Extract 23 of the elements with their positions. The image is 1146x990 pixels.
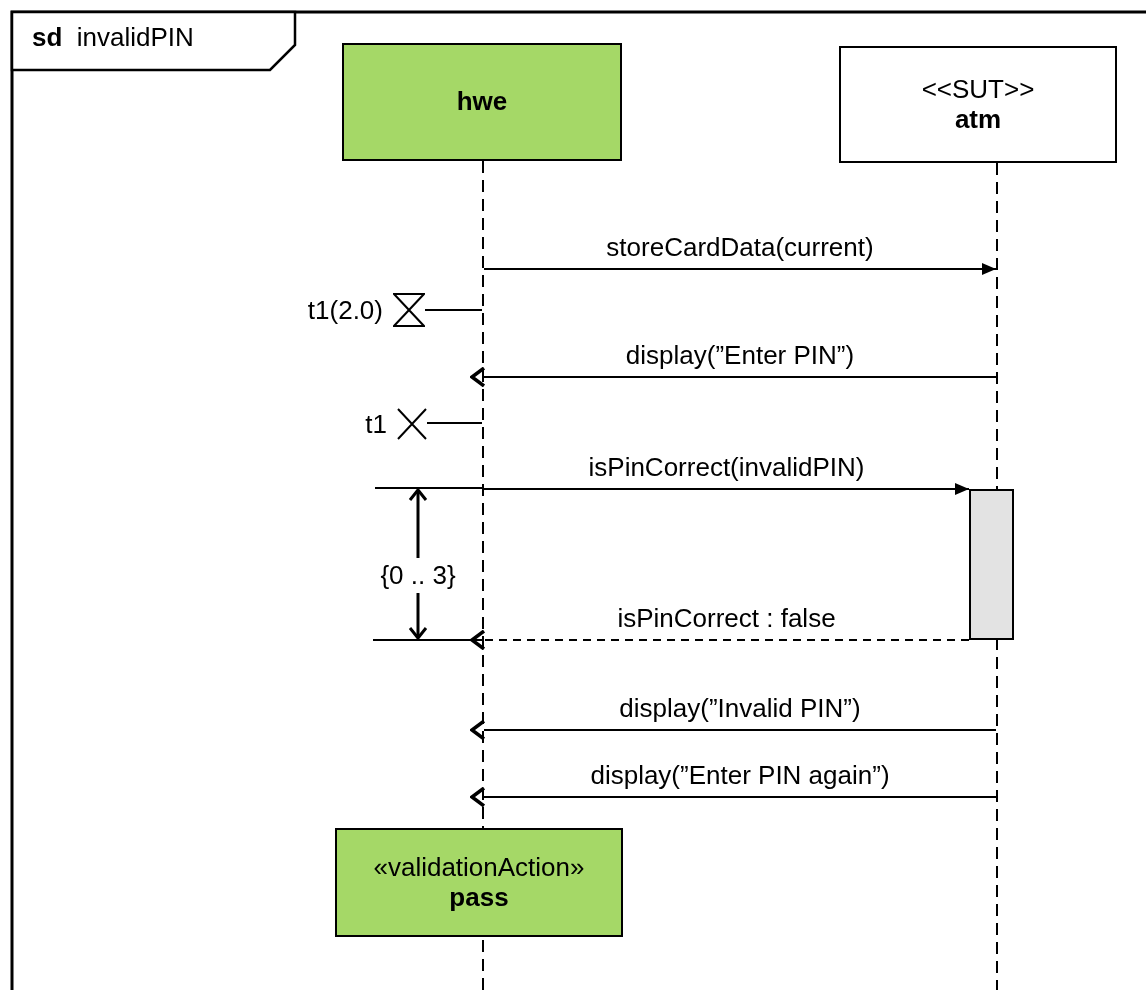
message-arrow <box>470 366 997 388</box>
message-arrow <box>470 786 997 808</box>
lifeline-name: atm <box>954 104 1002 135</box>
activation-bar <box>969 489 1014 640</box>
timer-label: t1 <box>365 408 387 440</box>
timer-line <box>424 309 483 311</box>
message-arrow <box>483 263 997 275</box>
timer-stop-icon <box>397 408 427 440</box>
lifeline-head <box>839 46 1117 163</box>
lifeline-head <box>342 43 622 161</box>
timer-start-icon <box>393 293 425 327</box>
timer-line <box>426 422 483 424</box>
stereotype-text: <<SUT>> <box>921 74 1035 105</box>
duration-constraint-label: {0 .. 3} <box>380 558 456 593</box>
lifeline-head <box>335 828 623 937</box>
lifeline-name: hwe <box>456 87 508 117</box>
message-arrow <box>483 483 970 495</box>
stereotype-text: «validationAction» <box>373 852 585 883</box>
timer-label: t1(2.0) <box>307 294 383 326</box>
lifeline-name: pass <box>449 882 509 913</box>
frame-title: sd invalidPIN <box>32 22 194 53</box>
reply-arrow <box>470 629 970 651</box>
message-arrow <box>470 719 997 741</box>
